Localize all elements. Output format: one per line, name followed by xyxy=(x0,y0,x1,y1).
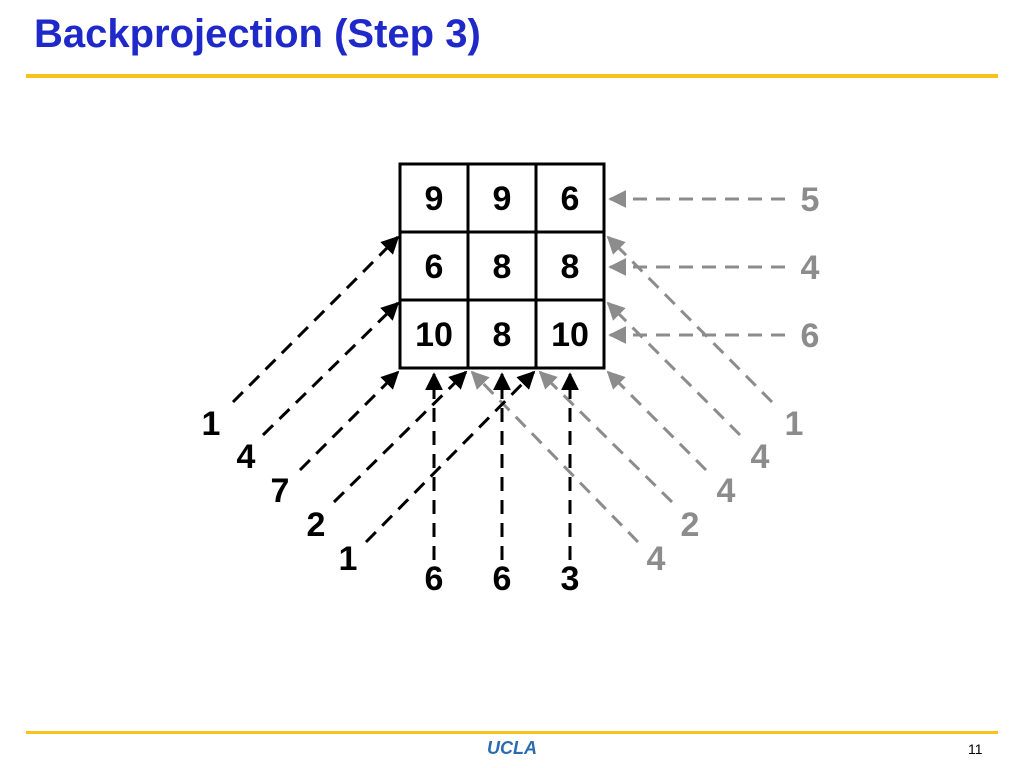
cell-value: 9 xyxy=(425,180,444,218)
projection-label: 2 xyxy=(681,506,700,544)
cell-value: 10 xyxy=(415,316,453,354)
diagonal-projection-arrow xyxy=(261,301,400,437)
projection-label: 2 xyxy=(307,506,326,544)
black-projection-arrows xyxy=(231,235,579,560)
grid-cell xyxy=(466,298,538,370)
cell-value: 8 xyxy=(493,316,512,354)
projection-label: 4 xyxy=(237,438,256,476)
grid-cell xyxy=(534,230,606,302)
cell-value: 6 xyxy=(425,248,444,286)
projection-label: 3 xyxy=(561,560,580,598)
diagonal-projection-arrow xyxy=(606,301,742,437)
projection-label: 1 xyxy=(339,540,358,578)
cell-value: 8 xyxy=(493,248,512,286)
projection-label: 4 xyxy=(647,540,666,578)
diagonal-projection-arrow xyxy=(231,235,400,404)
diagonal-projection-arrow xyxy=(606,370,708,472)
projection-label: 4 xyxy=(751,438,770,476)
cell-value: 10 xyxy=(551,316,589,354)
projection-label: 4 xyxy=(801,249,820,287)
projection-label: 5 xyxy=(801,181,820,219)
gray-projection-arrows xyxy=(470,190,785,544)
diagonal-projection-arrow xyxy=(364,370,536,544)
pixel-grid: 9 9 6 6 8 8 10 8 10 xyxy=(398,162,606,370)
projection-label: 6 xyxy=(493,560,512,598)
slide-title: Backprojection (Step 3) xyxy=(34,12,481,56)
diagonal-projection-arrow xyxy=(606,235,774,404)
cell-value: 8 xyxy=(561,248,580,286)
diagonal-projection-arrow xyxy=(298,370,400,472)
title-rule xyxy=(26,74,998,78)
ucla-logo: UCLA xyxy=(487,738,537,758)
diagonal-projection-arrow xyxy=(332,370,468,504)
projection-label: 1 xyxy=(202,405,221,443)
projection-label: 7 xyxy=(271,472,290,510)
grid-cell xyxy=(534,162,606,234)
cell-value: 6 xyxy=(561,180,580,218)
cell-value: 9 xyxy=(493,180,512,218)
diagonal-projection-arrow xyxy=(538,370,674,504)
projection-label: 6 xyxy=(425,560,444,598)
projection-label: 1 xyxy=(785,405,804,443)
projection-label: 6 xyxy=(801,317,820,355)
diagonal-projection-arrow xyxy=(470,370,640,544)
grid-cell xyxy=(534,298,606,370)
projection-label: 4 xyxy=(717,472,736,510)
footer-rule xyxy=(26,731,998,734)
page-number: 11 xyxy=(968,741,983,757)
